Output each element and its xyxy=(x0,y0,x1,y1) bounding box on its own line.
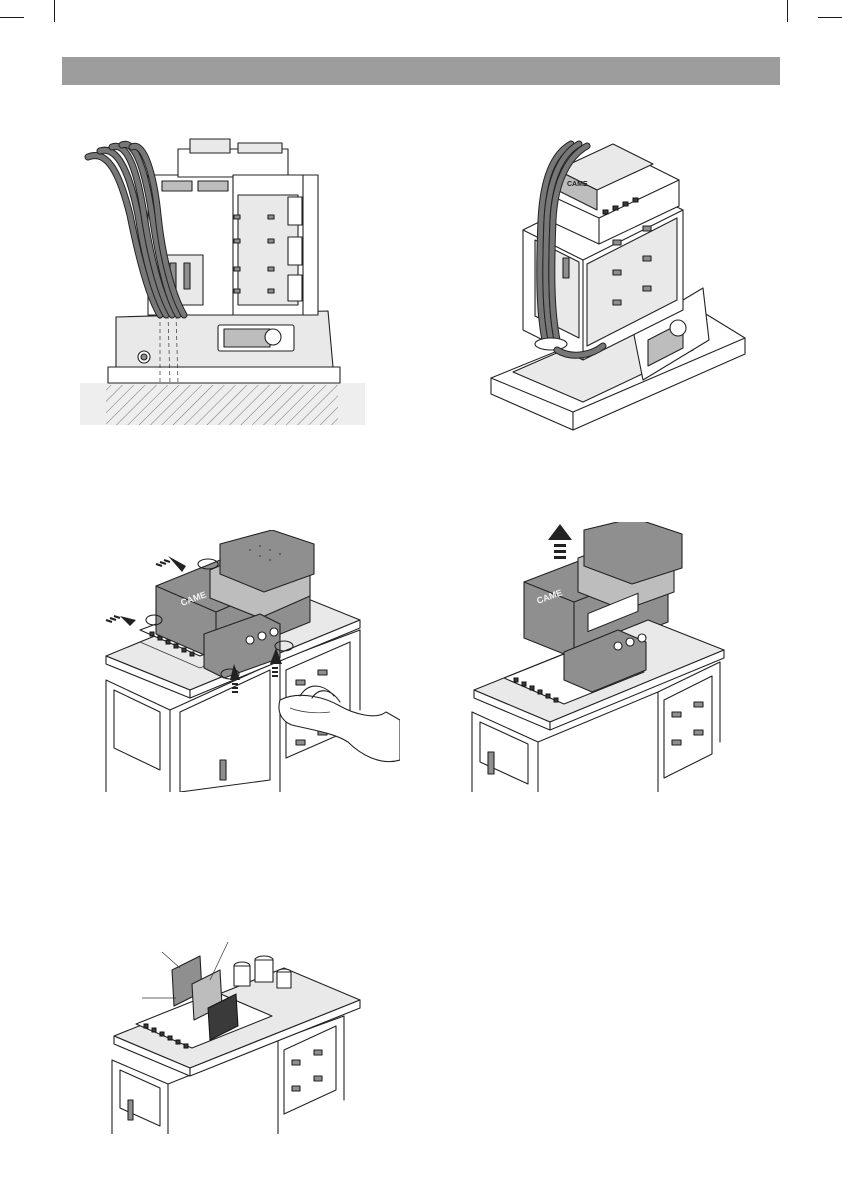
cable-routing-iso-illustration: CAME xyxy=(483,140,763,432)
cover-lift-illustration: CAME xyxy=(468,522,730,792)
crop-mark-top-right-v xyxy=(787,0,788,22)
cover-release-figure: CAME xyxy=(100,530,400,792)
crop-mark-top-left-v xyxy=(54,0,55,22)
crop-mark-top-left-h xyxy=(0,17,24,18)
plug-in-cards-illustration xyxy=(108,940,364,1134)
cover-release-illustration: CAME xyxy=(100,530,400,792)
cable-routing-side-figure xyxy=(78,135,368,430)
section-header-bar xyxy=(62,57,780,85)
board-cards-figure xyxy=(108,940,364,1134)
brand-logo-small: CAME xyxy=(567,181,588,188)
cover-removed-figure: CAME xyxy=(468,522,730,792)
cable-routing-iso-figure: CAME xyxy=(483,140,763,432)
crop-mark-top-right-h xyxy=(818,17,842,18)
cable-routing-side-illustration xyxy=(78,135,368,430)
